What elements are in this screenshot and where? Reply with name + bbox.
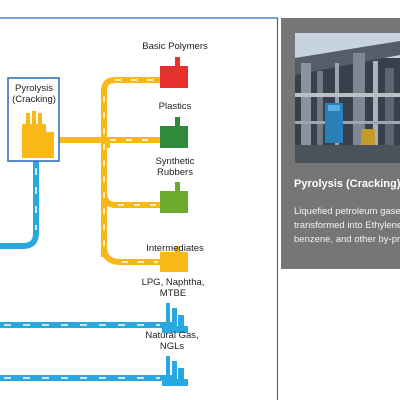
yellow-pipe-dashes <box>103 79 158 263</box>
refinery-photo-illustration <box>295 33 400 163</box>
product-label-synthetic-rubbers: Synthetic Rubbers <box>155 156 195 178</box>
product-label-plastics: Plastics <box>158 101 192 112</box>
description-line: Liquefied petroleum gases <box>294 206 400 217</box>
description-line: benzene, and other by-pro <box>294 234 400 245</box>
refinery-blue-icon <box>162 356 188 386</box>
product-label-intermediates: Intermediates <box>146 243 204 254</box>
pyrolysis-label: Pyrolysis (Cracking) <box>12 83 56 105</box>
factory-red-icon <box>160 57 188 88</box>
product-label-lpg: LPG, Naphtha, MTBE <box>141 277 205 299</box>
product-label-basic-polymers: Basic Polymers <box>142 41 208 52</box>
factory-dark-green-icon <box>160 117 188 148</box>
refinery-photo <box>295 33 400 163</box>
blue-pipe-dashes <box>4 168 160 379</box>
info-panel-description: Liquefied petroleum gases transformed in… <box>294 205 400 247</box>
pyrolysis-plant-icon <box>22 111 54 158</box>
yellow-pipes <box>58 77 162 265</box>
product-label-natural-gas: Natural Gas, NGLs <box>145 330 199 352</box>
factory-green-icon <box>160 182 188 213</box>
info-panel-title: Pyrolysis (Cracking) <box>294 178 400 190</box>
description-line: transformed into Ethylene <box>294 220 400 231</box>
factory-yellow-icon <box>160 246 188 272</box>
refinery-blue-icon <box>162 303 188 333</box>
